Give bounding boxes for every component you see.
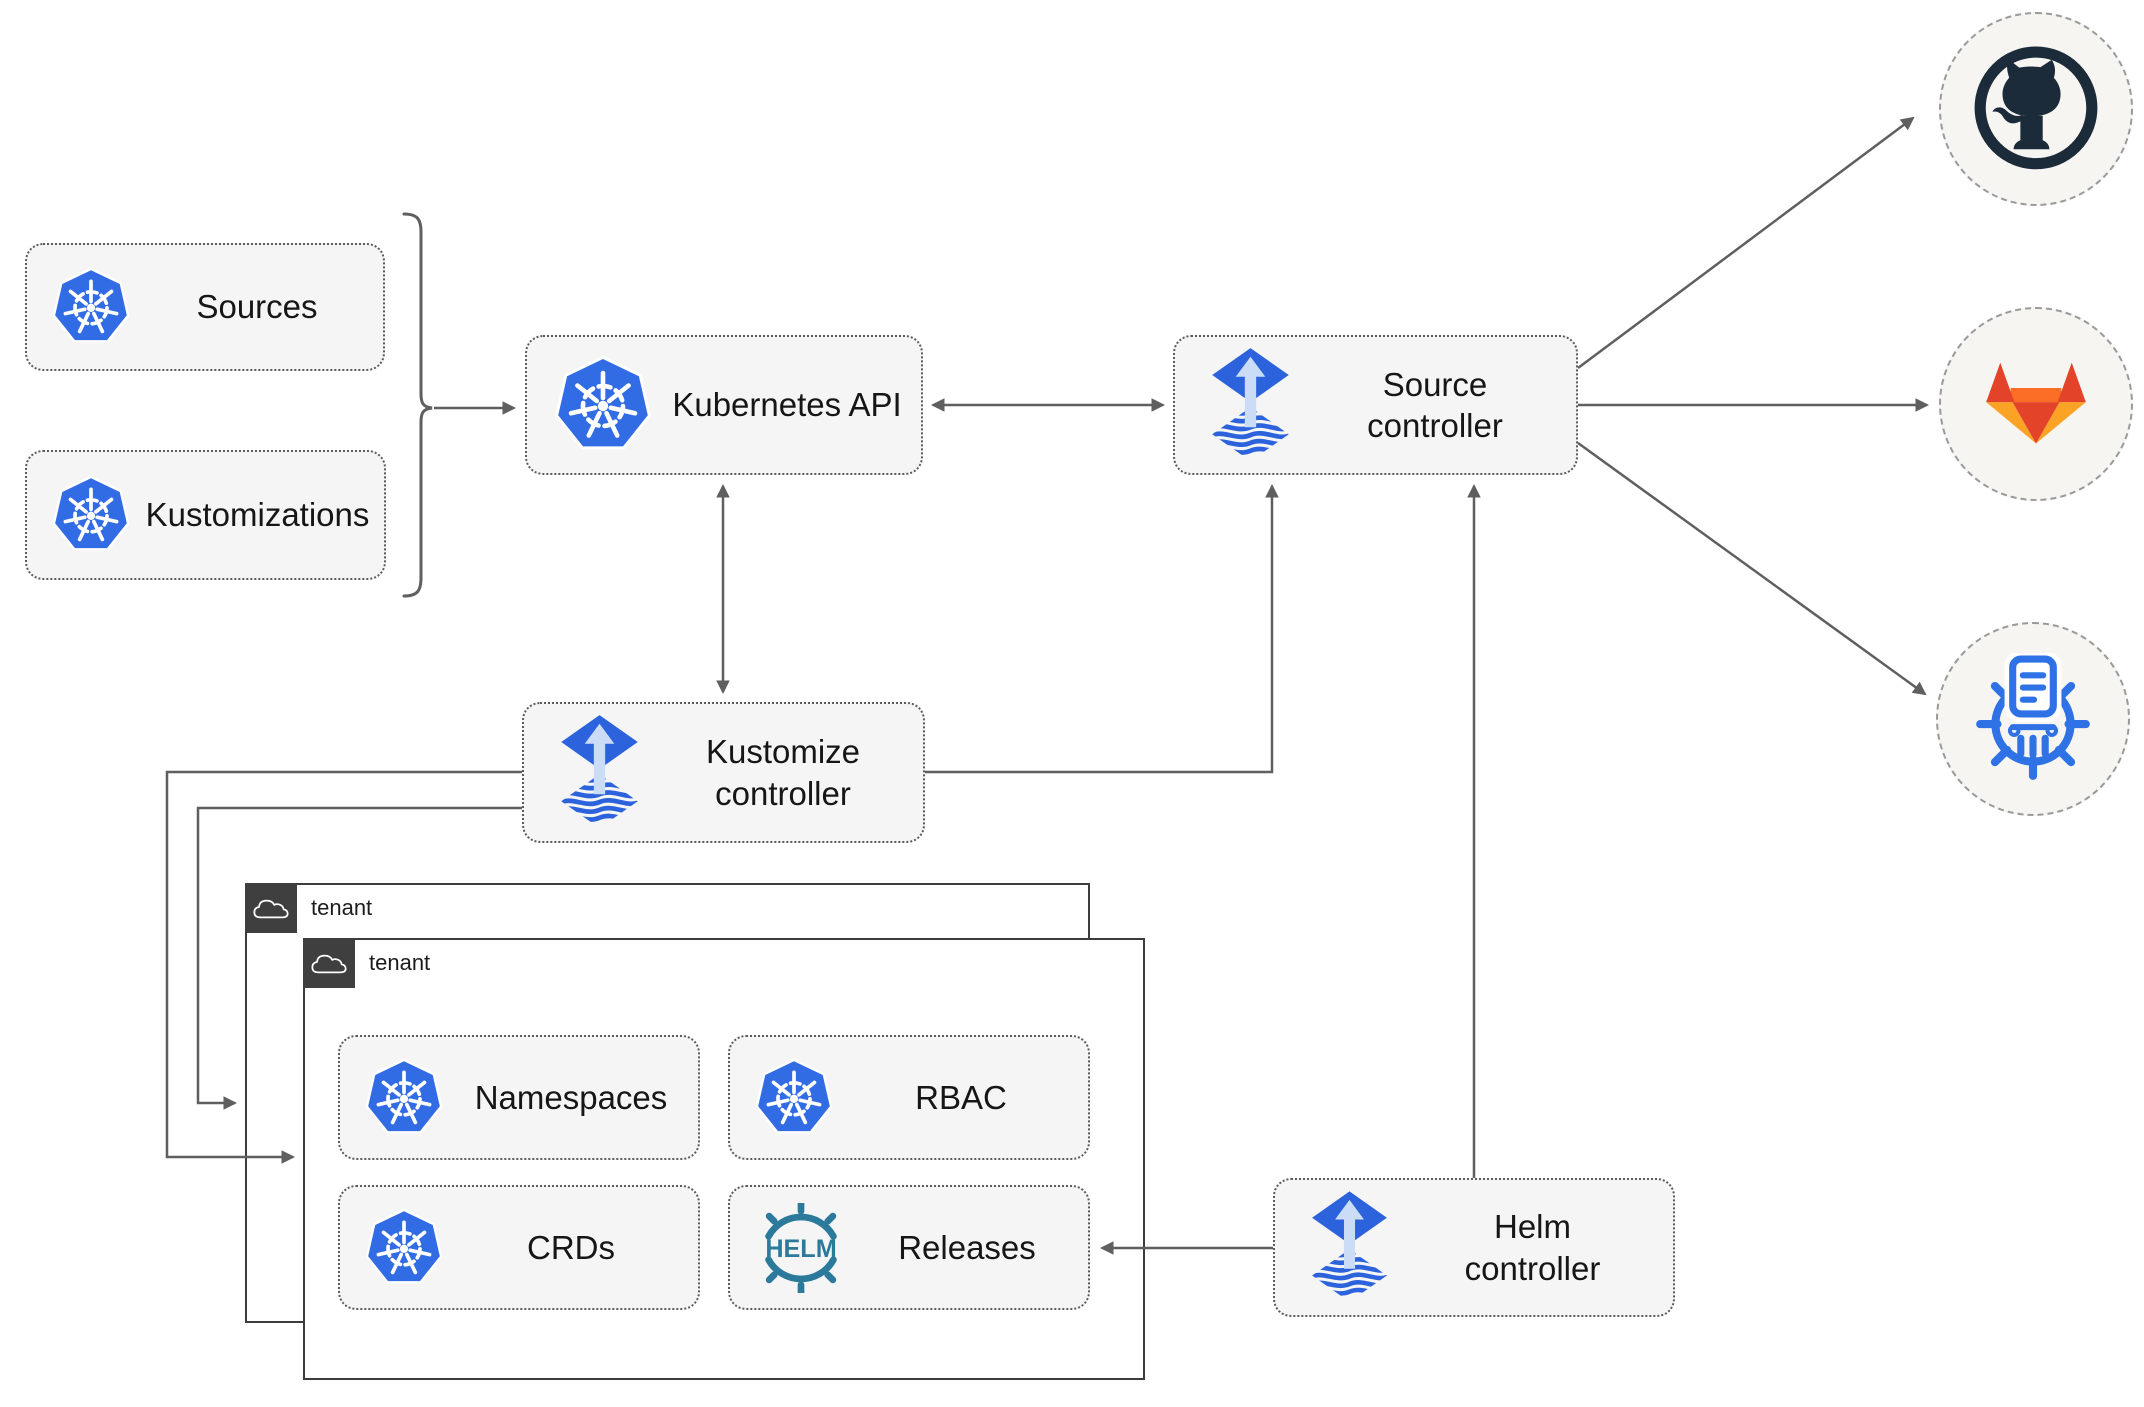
tenant-label: tenant [369,950,431,975]
node-rbac: RBAC [728,1035,1090,1160]
node-helm-controller: Helm controller [1273,1178,1675,1317]
github-icon [1969,42,2103,176]
edge-source-github [1577,116,1915,370]
tenant-label: tenant [311,895,373,920]
helm-logo-text: HELM [765,1235,836,1263]
node-label: Kustomize controller [705,733,861,812]
node-kustomize-controller: Kustomize controller [522,702,925,843]
node-kustomizations: Kustomizations [25,450,386,580]
endpoint-github [1939,12,2133,206]
node-label: Kubernetes API [672,386,902,424]
node-label: Kustomizations [145,496,370,534]
node-label: Sources [196,288,318,326]
gitlab-icon [1984,357,2088,451]
edge-bracket-crds [402,212,433,598]
node-sources: Sources [25,243,385,371]
kubernetes-icon [754,1058,834,1138]
node-label: Source controller [1367,365,1503,444]
node-kubernetes-api: Kubernetes API [525,335,923,475]
node-namespaces: Namespaces [338,1035,700,1160]
edge-kustomize-source [925,483,1279,774]
kubernetes-icon [51,267,131,347]
node-crds: CRDs [338,1185,700,1310]
flux-icon [1207,348,1294,463]
node-label: Namespaces [474,1078,668,1116]
cloud-icon [251,893,291,923]
kubernetes-icon [51,475,131,555]
node-releases: HELM Releases [728,1185,1090,1310]
node-source-controller: Source controller [1173,335,1578,475]
cloud-icon [309,948,349,978]
endpoint-chart-repository [1936,622,2130,816]
helm-icon: HELM [756,1202,846,1293]
edge-source-chartrepo [1577,441,1927,696]
chartmuseum-icon [1967,653,2099,785]
endpoint-gitlab [1939,307,2133,501]
kubernetes-icon [364,1058,444,1138]
node-label: CRDs [527,1228,615,1266]
node-label: RBAC [915,1078,1007,1116]
flux-icon [556,715,643,830]
kubernetes-icon [553,355,653,455]
tenant-badge [245,883,297,933]
tenant-badge [303,938,355,988]
flux-icon [1307,1191,1392,1304]
node-label: Releases [898,1228,1036,1266]
node-label: Helm controller [1464,1208,1601,1287]
kubernetes-icon [364,1208,444,1288]
